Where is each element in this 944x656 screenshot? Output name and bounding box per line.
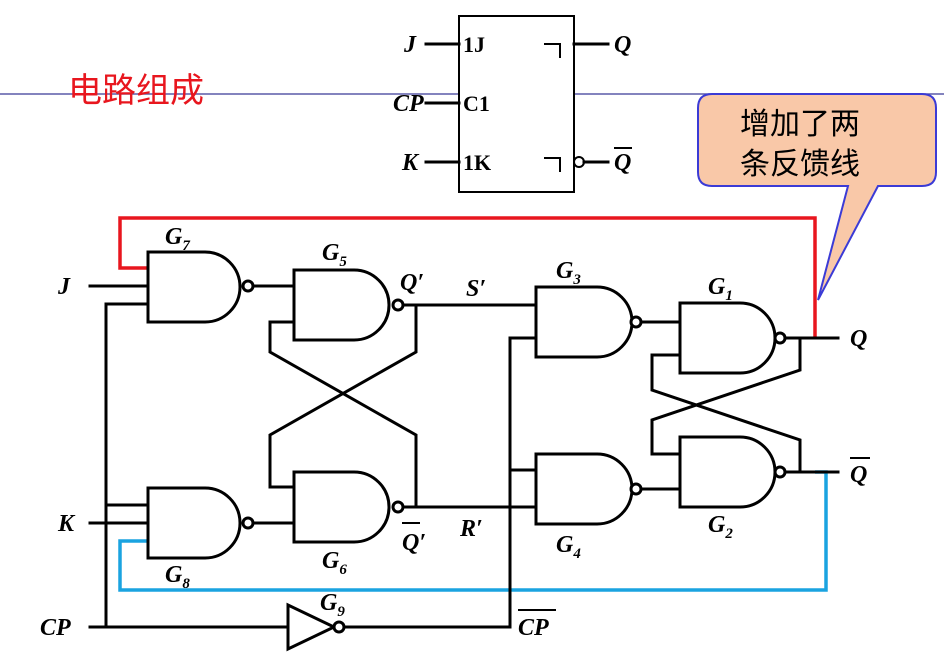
label-g9: G9 bbox=[320, 590, 345, 620]
gate-g2 bbox=[678, 435, 787, 509]
label-cp-bar: CP bbox=[518, 615, 549, 641]
feedback-line-q bbox=[118, 216, 817, 338]
gate-g6 bbox=[292, 470, 405, 544]
gate-g5 bbox=[292, 268, 405, 342]
gate-g1 bbox=[678, 301, 787, 375]
label-q-bar-prime: Q′ bbox=[402, 530, 426, 556]
label-cp: CP bbox=[40, 615, 71, 641]
label-k: K bbox=[57, 511, 76, 537]
wires bbox=[88, 284, 840, 629]
label-g4: G4 bbox=[556, 532, 581, 562]
symbol-output-qbar: Q bbox=[614, 150, 631, 176]
gate-g3 bbox=[534, 285, 643, 359]
label-g3: G3 bbox=[556, 258, 581, 288]
symbol-pin-1j: 1J bbox=[463, 32, 485, 57]
symbol-input-cp: CP bbox=[393, 91, 424, 117]
symbol-input-k: K bbox=[401, 150, 420, 176]
label-g6: G6 bbox=[322, 548, 347, 578]
label-s-prime: S′ bbox=[466, 276, 486, 302]
label-g1: G1 bbox=[708, 274, 733, 304]
symbol-pin-1k: 1K bbox=[463, 150, 491, 175]
label-q-prime: Q′ bbox=[400, 270, 424, 296]
gate-g4 bbox=[534, 452, 643, 526]
gate-g8 bbox=[146, 486, 255, 560]
label-j: J bbox=[57, 274, 71, 300]
page-title: 电路组成 bbox=[68, 71, 204, 111]
callout-line-1: 增加了两 bbox=[740, 107, 860, 142]
callout-bubble: 增加了两 条反馈线 bbox=[697, 93, 937, 301]
label-q-bar: Q bbox=[850, 462, 867, 488]
gate-g9 bbox=[286, 602, 346, 652]
label-g2: G2 bbox=[708, 512, 733, 542]
symbol-output-q: Q bbox=[614, 32, 631, 58]
label-g7: G7 bbox=[165, 224, 190, 254]
label-g8: G8 bbox=[165, 562, 190, 592]
label-g5: G5 bbox=[322, 240, 347, 270]
label-q: Q bbox=[850, 326, 867, 352]
symbol-input-j: J bbox=[403, 32, 417, 58]
label-r-prime: R′ bbox=[459, 516, 483, 542]
callout-line-2: 条反馈线 bbox=[740, 147, 860, 182]
flipflop-symbol: J CP K 1J C1 1K Q Q bbox=[393, 15, 632, 193]
gate-g7 bbox=[146, 250, 255, 324]
symbol-pin-c1: C1 bbox=[463, 91, 490, 116]
